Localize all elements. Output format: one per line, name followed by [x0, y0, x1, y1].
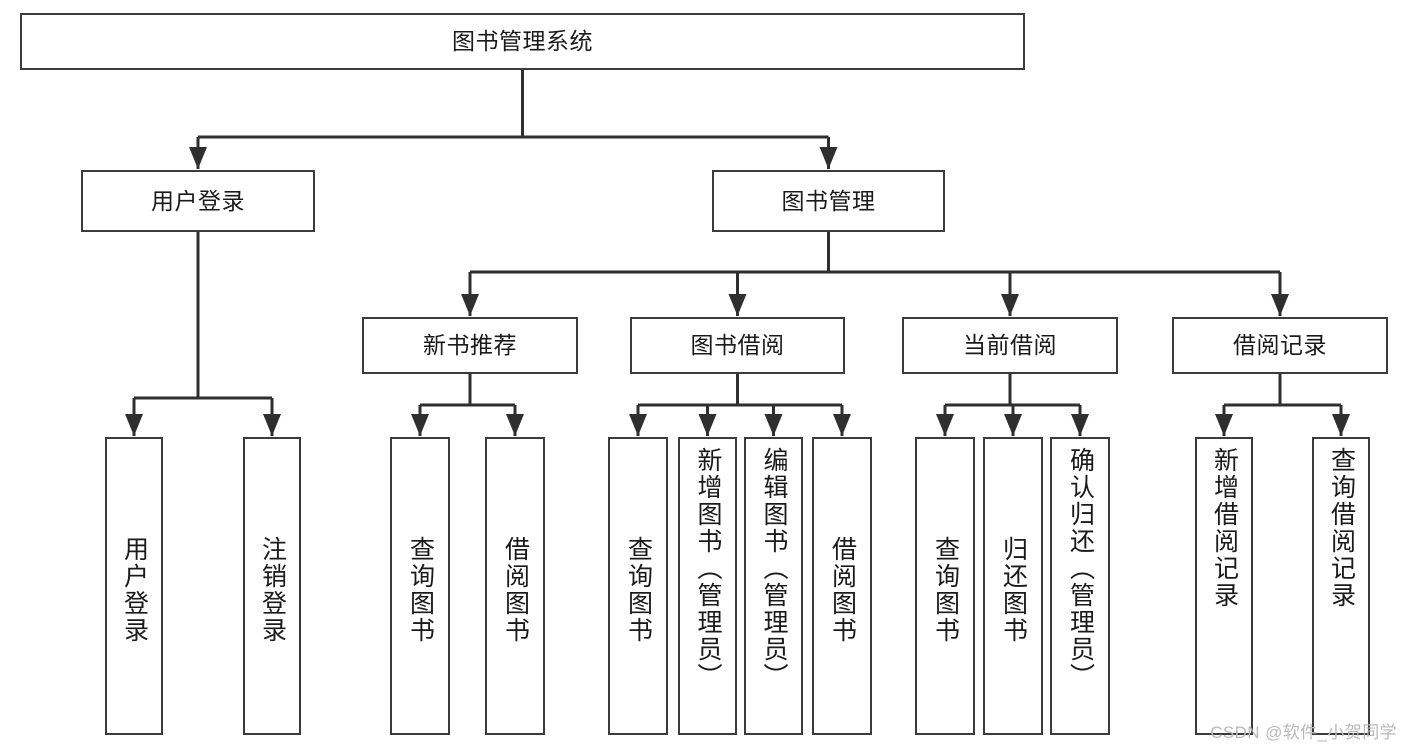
node-label: 新增借阅记录	[1210, 447, 1239, 609]
node-label: 用户登录	[120, 536, 149, 644]
node-l-logout[interactable]: 注销登录	[243, 437, 301, 735]
node-label: 归还图书	[999, 536, 1028, 644]
node-l-return[interactable]: 归还图书	[983, 437, 1043, 735]
node-label: 查询图书	[624, 536, 653, 644]
node-label: 新增图书（管理员）	[694, 447, 722, 690]
node-label: 借阅图书	[501, 536, 530, 644]
node-l-userlogin[interactable]: 用户登录	[105, 437, 163, 735]
node-label: 借阅图书	[828, 536, 857, 644]
node-label: 查询图书	[406, 536, 435, 644]
node-l-qrec[interactable]: 查询借阅记录	[1312, 437, 1370, 735]
node-label: 用户登录	[151, 187, 245, 214]
node-current[interactable]: 当前借阅	[902, 317, 1118, 374]
node-borrow[interactable]: 图书借阅	[630, 317, 845, 374]
node-label: 图书管理系统	[452, 28, 593, 55]
node-records[interactable]: 借阅记录	[1172, 317, 1388, 374]
node-l-q1[interactable]: 查询图书	[390, 437, 450, 735]
node-label: 确认归还（管理员）	[1066, 447, 1095, 690]
node-newbook[interactable]: 新书推荐	[362, 317, 578, 374]
watermark-text: CSDN @软件_小贺同学	[1210, 723, 1397, 742]
node-l-b2[interactable]: 借阅图书	[812, 437, 872, 735]
node-l-q3[interactable]: 查询图书	[915, 437, 975, 735]
node-label: 当前借阅	[963, 332, 1057, 359]
node-l-addrec[interactable]: 新增借阅记录	[1195, 437, 1253, 735]
node-label: 查询图书	[931, 536, 960, 644]
node-label: 查询借阅记录	[1327, 447, 1356, 609]
node-l-add[interactable]: 新增图书（管理员）	[678, 437, 737, 735]
node-l-q2[interactable]: 查询图书	[608, 437, 668, 735]
node-label: 编辑图书（管理员）	[760, 447, 788, 690]
node-bookmgmt[interactable]: 图书管理	[712, 170, 945, 232]
node-l-confirm[interactable]: 确认归还（管理员）	[1050, 437, 1110, 735]
node-root[interactable]: 图书管理系统	[20, 13, 1025, 70]
node-label: 借阅记录	[1233, 332, 1327, 359]
node-l-b1[interactable]: 借阅图书	[485, 437, 545, 735]
node-label: 图书管理	[781, 187, 876, 214]
node-l-edit[interactable]: 编辑图书（管理员）	[744, 437, 803, 735]
node-label: 注销登录	[258, 536, 287, 644]
node-label: 新书推荐	[423, 332, 517, 359]
node-label: 图书借阅	[690, 332, 785, 359]
node-login[interactable]: 用户登录	[81, 170, 315, 232]
